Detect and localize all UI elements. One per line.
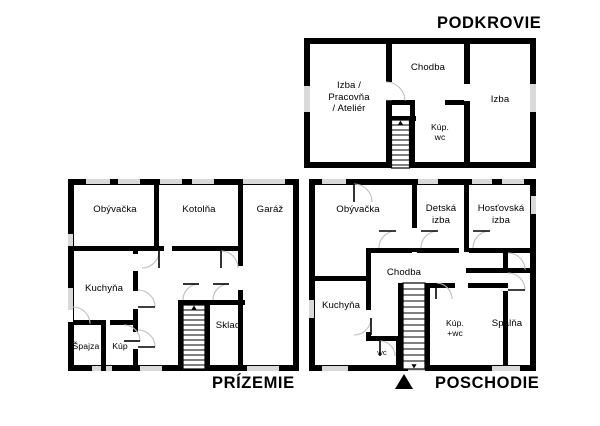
attic-floor-geometry [304, 38, 536, 169]
room-label-ground-bathroom: Kúp [112, 341, 128, 351]
room-label-attic-studio: Izba / Pracovňa / Ateliér [328, 80, 370, 114]
room-label-ground-pantry: Špajza [72, 341, 100, 351]
room-label-upper-bedroom: Spálňa [491, 318, 523, 329]
upper-stair-treads [403, 288, 425, 362]
room-label-upper-living-room: Obývačka [336, 204, 380, 215]
attic-stair-treads [391, 124, 410, 166]
room-label-upper-kitchen: Kuchyňa [321, 300, 361, 311]
ground-section-title: PRÍZEMIE [212, 374, 295, 392]
room-label-ground-storage: Sklad [215, 320, 241, 331]
room-label-attic-room: Izba [490, 94, 510, 105]
room-label-attic-hall: Chodba [410, 62, 446, 73]
room-label-upper-wc: wc [377, 348, 387, 357]
room-label-ground-garage: Garáž [256, 204, 284, 215]
room-label-ground-living-room: Obývačka [93, 204, 137, 215]
ground-floor-geometry [68, 179, 299, 371]
attic-section-title: PODKROVIE [437, 14, 542, 32]
room-label-ground-kitchen: Kuchyňa [84, 283, 124, 294]
upper-floor-geometry [309, 179, 536, 371]
room-label-upper-guest-room: Hosťovská izba [477, 203, 525, 226]
north-arrow-icon [395, 374, 413, 389]
room-label-attic-bathroom: Kúp. wc [430, 122, 450, 142]
ground-stair-treads [183, 309, 205, 366]
room-label-upper-hall: Chodba [386, 267, 422, 278]
upper-section-title: POSCHODIE [435, 374, 540, 392]
room-label-ground-boiler-room: Kotolňa [182, 204, 216, 215]
room-label-upper-bathroom: Kúp. +wc [445, 318, 465, 338]
room-label-upper-kids-room: Detská izba [425, 203, 457, 226]
